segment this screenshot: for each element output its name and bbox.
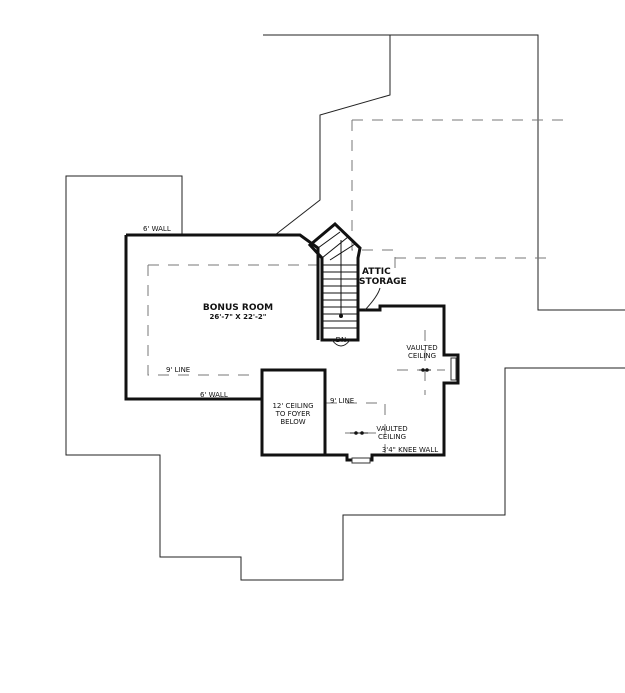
attic-label: ATTIC — [362, 267, 391, 277]
vaulted-note-lower-1: VAULTED — [376, 425, 407, 433]
vaulted-note-lower-2: CEILING — [378, 433, 406, 441]
ceiling-note-line3: BELOW — [280, 418, 305, 426]
ceiling-note-line1: 12' CEILING — [272, 402, 313, 410]
line-note-right: 9' LINE — [330, 397, 354, 405]
ceiling-fixture-lower — [350, 431, 368, 435]
bonus-room-size: 26'-7" X 22'-2" — [210, 313, 267, 321]
stair-treads — [317, 231, 358, 329]
vaulted-note-upper-2: CEILING — [408, 352, 436, 360]
window-bottom — [351, 457, 371, 464]
line-note-left: 9' LINE — [166, 366, 190, 374]
open-to-below-box — [260, 368, 327, 457]
stair-marker — [339, 314, 343, 318]
attic-storage-label: STORAGE — [359, 277, 407, 287]
wall-note-bottom: 6' WALL — [200, 391, 228, 399]
dashed-bonus-inner — [147, 265, 250, 376]
bonus-room-left-wall — [124, 235, 262, 401]
window-right — [450, 357, 457, 381]
roof-outline — [263, 34, 625, 311]
door-swing-arc — [364, 287, 381, 311]
wall-note-top: 6' WALL — [143, 225, 171, 233]
knee-wall-note: 3'4" KNEE WALL — [382, 446, 438, 454]
vaulted-note-upper-1: VAULTED — [406, 344, 437, 352]
dashed-ridge-upper — [351, 120, 396, 275]
bonus-room-name: BONUS ROOM — [203, 303, 273, 313]
stair-landing-arc — [331, 339, 351, 347]
building-outline — [65, 34, 625, 581]
ceiling-fixture-upper — [419, 368, 431, 372]
ceiling-note-line2: TO FOYER — [275, 410, 311, 418]
stair-down-label: DN — [336, 336, 347, 344]
bonus-room-walls — [126, 233, 320, 340]
